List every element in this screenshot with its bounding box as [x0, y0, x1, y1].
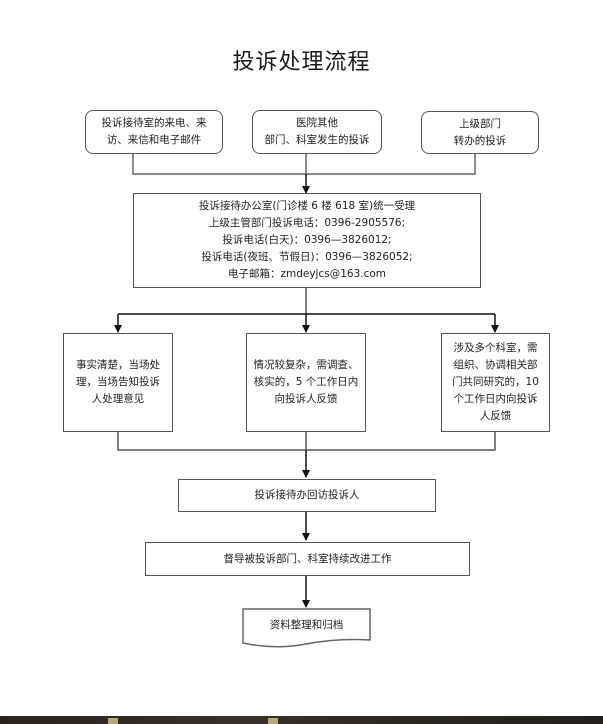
- source-text-line: 访、来信和电子邮件: [106, 134, 202, 146]
- source-text-line: 投诉接待室的来电、来: [101, 117, 207, 129]
- outcome-text-line: 个工作日内向投诉: [453, 393, 538, 405]
- outcome-text-line: 向投诉人反馈: [274, 393, 338, 405]
- taskbar: [0, 716, 603, 724]
- outcome-text-line: 情况较复杂，需调查、: [253, 359, 359, 371]
- reception-day-phone: 投诉电话(白天)：0396—3826012;: [222, 234, 392, 246]
- reception-email: 电子邮箱：zmdeyjcs@163.com: [227, 268, 387, 280]
- outcome-text-line: 核实的，5 个工作日内: [253, 376, 359, 388]
- source-other-departments: 医院其他 部门、科室发生的投诉: [252, 110, 382, 154]
- outcome-text-line: 人处理意见: [91, 393, 145, 405]
- outcome-five-days: 情况较复杂，需调查、 核实的，5 个工作日内 向投诉人反馈: [246, 333, 366, 432]
- taskbar-icon[interactable]: [268, 718, 278, 724]
- outcome-ten-days: 涉及多个科室，需 组织、协调相关部 门共同研究的，10 个工作日内向投诉 人反馈: [441, 333, 550, 432]
- taskbar-icon[interactable]: [108, 718, 118, 724]
- source-reception-room: 投诉接待室的来电、来 访、来信和电子邮件: [85, 110, 223, 154]
- outcome-text-line: 门共同研究的，10: [452, 376, 539, 388]
- reception-office-line: 投诉接待办公室(门诊楼 6 楼 618 室)统一受理: [198, 200, 416, 212]
- improvement-box: 督导被投诉部门、科室持续改进工作: [145, 542, 470, 576]
- source-text-line: 转办的投诉: [453, 134, 507, 147]
- archive-shape: [242, 608, 371, 648]
- outcome-text-line: 组织、协调相关部: [453, 359, 538, 371]
- source-text-line: 医院其他: [296, 117, 338, 129]
- outcome-text-line: 理，当场告知投诉: [76, 376, 160, 388]
- improvement-text: 督导被投诉部门、科室持续改进工作: [223, 552, 392, 565]
- source-text-line: 上级部门: [459, 117, 501, 130]
- connector-source-1: [132, 153, 476, 175]
- reception-night-phone: 投诉电话(夜班、节假日)：0396—3826052;: [201, 251, 413, 263]
- source-superior-department: 上级部门 转办的投诉: [421, 111, 539, 154]
- source-text-line: 部门、科室发生的投诉: [264, 134, 370, 146]
- archive-label: 资料整理和归档: [269, 619, 344, 631]
- outcome-text-line: 涉及多个科室，需: [453, 342, 538, 354]
- reception-superior-phone: 上级主管部门投诉电话：0396-2905576;: [208, 217, 406, 229]
- page-title: 投诉处理流程: [232, 50, 371, 75]
- outcome-text-line: 人反馈: [479, 410, 512, 422]
- outcome-immediate: 事实清楚，当场处 理，当场告知投诉 人处理意见: [63, 333, 173, 432]
- followup-text: 投诉接待办回访投诉人: [254, 489, 360, 501]
- reception-office-box: 投诉接待办公室(门诊楼 6 楼 618 室)统一受理 上级主管部门投诉电话：03…: [133, 193, 481, 288]
- outcome-text-line: 事实清楚，当场处: [76, 359, 160, 371]
- followup-box: 投诉接待办回访投诉人: [178, 479, 436, 512]
